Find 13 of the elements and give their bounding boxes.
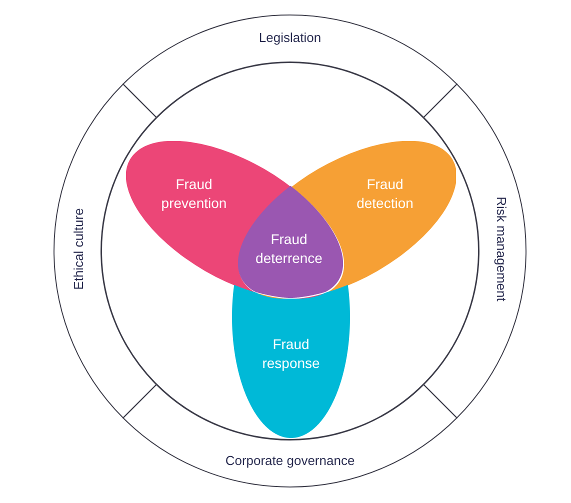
petal-label: Fraud detection bbox=[356, 175, 414, 213]
overlap-region bbox=[238, 186, 342, 298]
ring-segment bbox=[53, 83, 158, 419]
petal-label: Fraud response bbox=[261, 335, 321, 373]
segment-label: Ethical culture bbox=[71, 208, 87, 290]
petal-label: Fraud prevention bbox=[160, 175, 228, 213]
ring-segment bbox=[122, 383, 458, 488]
segment-label: Legislation bbox=[258, 30, 322, 46]
petal-label: Fraud deterrence bbox=[254, 230, 324, 268]
ring-segment bbox=[422, 83, 527, 419]
segment-label: Risk management bbox=[493, 196, 509, 302]
segment-label: Corporate governance bbox=[225, 453, 355, 469]
petal-shape bbox=[232, 285, 350, 438]
